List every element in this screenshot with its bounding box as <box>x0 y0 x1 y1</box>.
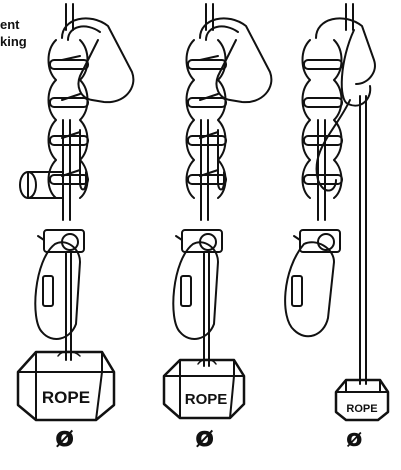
rope-label: ROPE <box>42 388 90 407</box>
figure-1: ROPE <box>18 4 133 420</box>
hook <box>218 130 224 190</box>
carabiner-gate <box>68 26 100 40</box>
carabiner-gate <box>206 26 238 40</box>
lock-sleeve <box>292 276 302 306</box>
ascender <box>176 230 222 252</box>
figure-3-symbol: ø <box>346 424 363 452</box>
rope-label: ROPE <box>346 403 377 415</box>
ascender <box>38 230 84 252</box>
ladder <box>303 40 343 198</box>
lock-sleeve <box>181 276 191 306</box>
figure-1-symbol: ø <box>55 420 74 453</box>
rope-loop <box>342 30 371 106</box>
ladder <box>49 40 89 198</box>
figure-2: ROPE <box>164 4 271 418</box>
rope-bag: ROPE <box>164 360 244 419</box>
figure-2-symbol: ø <box>195 420 214 453</box>
hook <box>80 130 86 190</box>
rope-label: ROPE <box>185 391 228 408</box>
figure-3: ROPE <box>285 4 388 420</box>
rope-bag: ROPE <box>336 380 388 420</box>
rope-bag: ROPE <box>18 352 114 421</box>
lock-sleeve <box>43 276 53 306</box>
ladder <box>187 40 227 198</box>
